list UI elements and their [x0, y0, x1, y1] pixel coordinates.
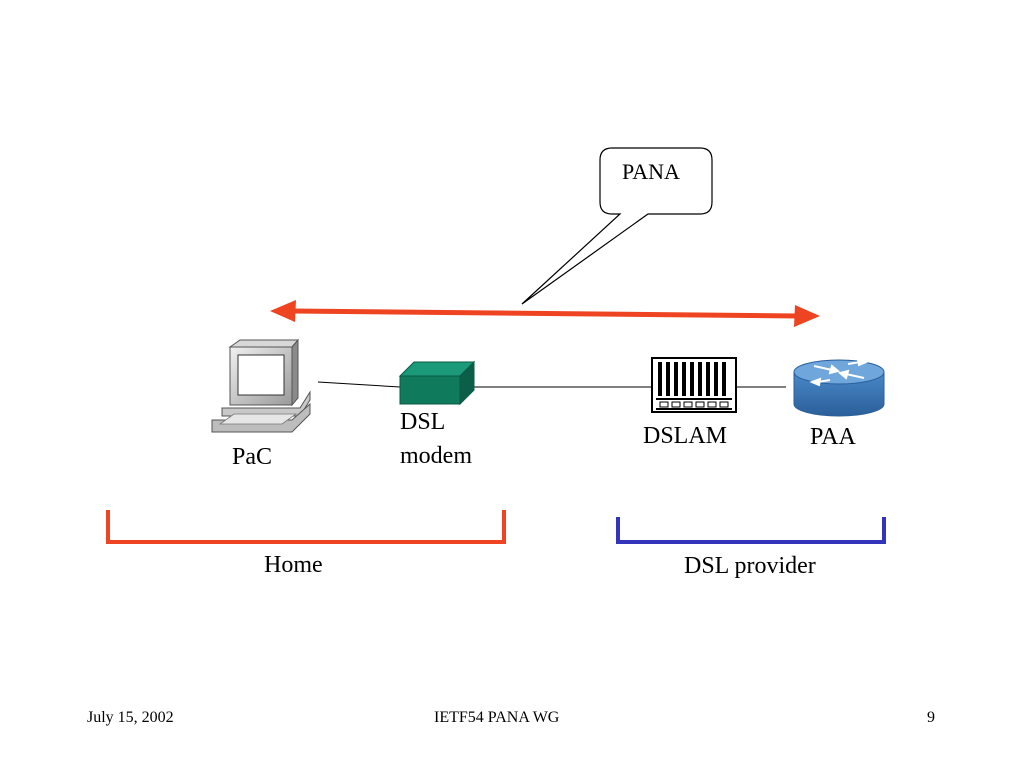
callout-label: PANA [622, 159, 680, 184]
dsl-provider-bracket [616, 517, 886, 544]
computer-icon [211, 338, 311, 433]
router-icon [793, 357, 885, 417]
home-label: Home [264, 552, 323, 578]
pana-double-arrow [270, 300, 820, 327]
dslam-label: DSLAM [643, 423, 728, 449]
paa-label: PAA [810, 424, 856, 450]
home-bracket [106, 510, 506, 544]
pac-label: PaC [232, 444, 273, 470]
footer-date: July 15, 2002 [87, 709, 174, 726]
page-number: 9 [927, 709, 935, 726]
footer-title: IETF54 PANA WG [434, 709, 560, 726]
network-links [317, 381, 786, 388]
dsl-modem-icon [398, 360, 476, 406]
dsl-modem-label-line1: DSL [400, 409, 446, 435]
dsl-provider-label: DSL provider [684, 553, 816, 579]
dslam-icon [651, 357, 737, 413]
pana-callout [521, 147, 713, 305]
dsl-modem-label-line2: modem [400, 443, 472, 469]
